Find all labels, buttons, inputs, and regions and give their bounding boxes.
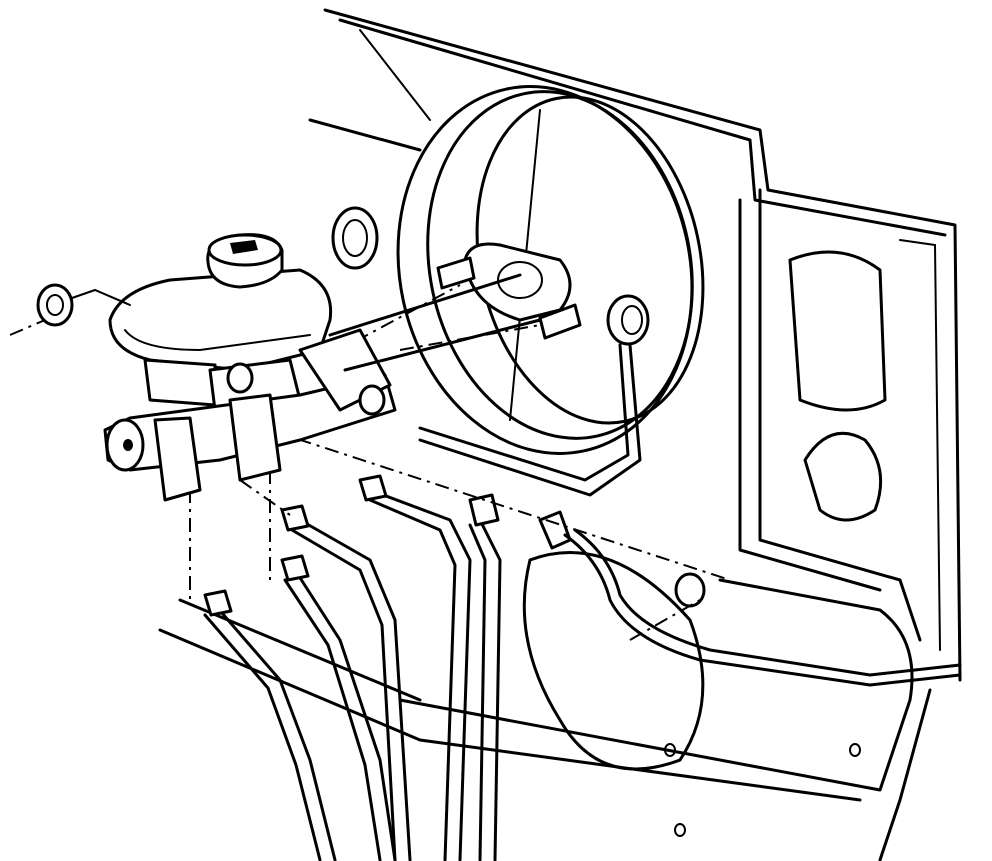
tube-nut	[358, 474, 388, 502]
tube-nut	[280, 504, 310, 532]
master-cylinder	[103, 268, 542, 502]
booster-mount-flange	[463, 242, 572, 322]
tube-nut	[280, 554, 310, 582]
wiring-harness	[538, 510, 962, 687]
outlet-port	[228, 393, 282, 482]
fluid-reservoir	[108, 268, 333, 372]
brake-lines	[203, 474, 502, 861]
firewall-panel	[158, 8, 962, 861]
reservoir-cap	[206, 233, 284, 289]
booster-studs	[436, 256, 582, 340]
tube-nut	[203, 589, 233, 617]
vacuum-check-valve	[418, 294, 650, 497]
mounting-nut	[36, 283, 131, 327]
brake-booster	[396, 85, 705, 455]
outlet-port	[153, 416, 202, 502]
firewall-openings	[331, 206, 887, 837]
fluid-level-sensor	[226, 362, 254, 394]
